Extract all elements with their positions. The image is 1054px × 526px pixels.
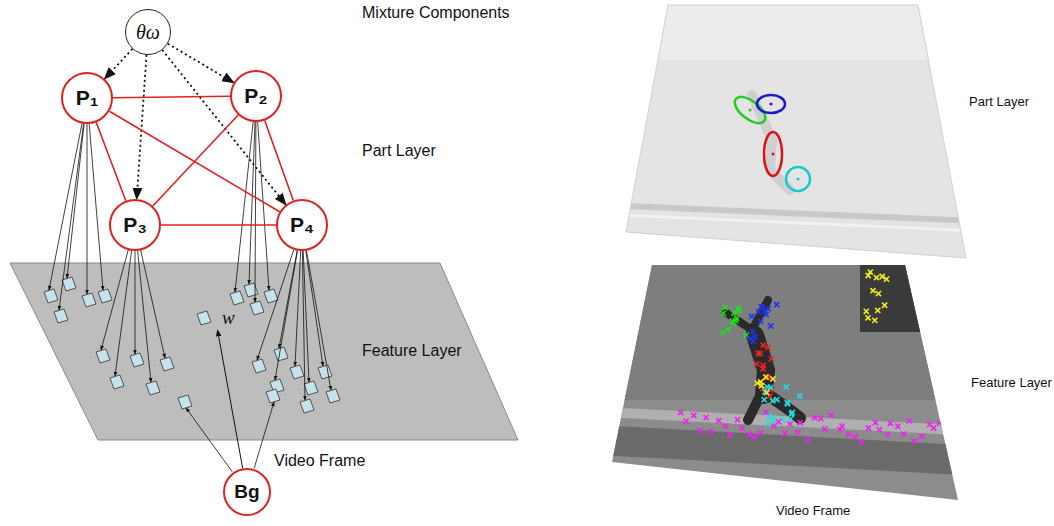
feature-arrow [49,124,82,291]
video-frame-plane [10,263,518,440]
feature-patch [96,349,110,363]
feature-patch [300,399,314,413]
feature-label: w [222,307,235,329]
feature-patch [318,365,332,379]
mixture-arrow [105,49,133,79]
feature-patch [160,357,174,371]
layer-label: Part Layer [362,142,436,160]
feature-arrow [115,251,132,376]
model-variable: P₁ [61,72,113,124]
feature-arrow [186,408,232,472]
background-arrow [218,330,243,468]
part-link [265,121,294,201]
feature-arrows [49,122,331,400]
part-link [161,224,276,226]
feature-patch [178,395,192,409]
feature-arrow [87,124,88,294]
layer-label: Video Frame [274,452,365,470]
feature-arrow [275,251,298,380]
feature-arrow [258,122,269,290]
feature-patch [230,291,244,305]
feature-patch [82,293,96,307]
feature-arrow [235,122,253,292]
feature-patch [290,365,304,379]
part-link [153,115,238,206]
variable-name: θω [136,21,160,44]
model-variable: P₂ [230,70,282,122]
part-link [113,96,230,97]
feature-patch [130,353,144,367]
mixture-arrow [168,44,234,83]
feature-patch [250,301,264,315]
model-variable: P₄ [276,199,328,251]
feature-arrow [67,124,84,278]
variable-name: P₂ [244,84,267,108]
feature-arrow [255,122,257,302]
part-link [109,111,279,212]
feature-arrow [307,251,332,390]
feature-patch [98,289,112,303]
feature-patch [54,309,68,323]
feature-patch [266,389,280,403]
feature-patch [244,283,258,297]
feature-patch [110,375,124,389]
variable-name: P₃ [123,213,147,237]
feature-arrow [295,251,301,366]
feature-patch [44,289,58,303]
feature-arrow [249,122,255,284]
background-arrows [186,402,274,472]
feature-patch [274,347,288,361]
mixture-arrow [137,55,147,199]
feature-arrow [89,124,103,290]
feature-patch [326,389,340,403]
feature-arrow [101,250,128,350]
feature-arrow [279,251,297,348]
feature-node: w [194,306,237,330]
layer-label: Video Frame [776,503,850,518]
variable-name: P₁ [76,86,99,110]
layer-label: Part Layer [969,94,1029,109]
feature-arrow [306,251,323,366]
feature-patch [264,289,278,303]
feature-patch [252,359,266,373]
variable-name: P₄ [290,213,314,237]
part-link [96,122,126,200]
feature-arrow [254,402,274,468]
feature-arrow [138,251,151,382]
feature-arrow [302,251,305,400]
model-variable: θω [125,9,171,55]
feature-arrow [141,250,165,358]
variable-name: Bg [234,481,259,503]
feature-arrow [59,124,84,310]
layer-label: Feature Layer [971,375,1052,390]
feature-layer-image [600,260,1000,510]
feature-arrow [135,251,136,354]
layer-label: Feature Layer [362,342,462,360]
layer-label: Mixture Components [362,4,510,22]
model-variable: P₃ [109,199,161,251]
part-layer-image [600,0,1000,270]
feature-patches [44,277,340,413]
feature-patch [146,381,160,395]
feature-patch [304,381,318,395]
feature-patch [196,310,214,326]
model-variable: Bg [223,468,271,516]
feature-patch [62,277,76,291]
